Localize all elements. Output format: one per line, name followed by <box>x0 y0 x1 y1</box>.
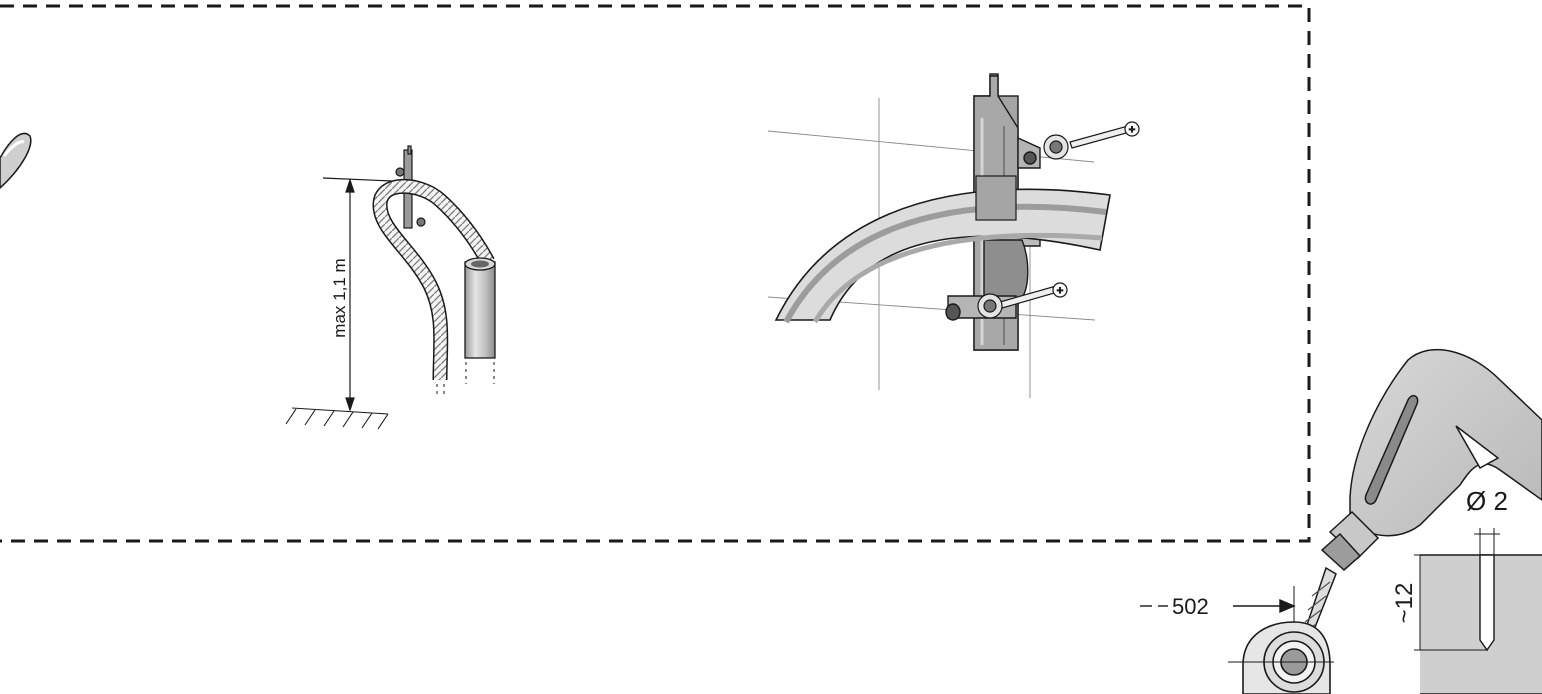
distance-label: 502 <box>1172 594 1209 619</box>
lower-screw-and-washer: + <box>977 282 1068 319</box>
drilling-illustration: 502 Ø 2 ~12 <box>1140 348 1542 694</box>
floor-hatching <box>285 407 389 430</box>
power-drill <box>1300 348 1542 641</box>
svg-text:+: + <box>1057 285 1063 297</box>
holder-mounting-illustration: + + <box>767 73 1140 398</box>
diameter-label: Ø 2 <box>1466 486 1508 516</box>
hidden-continuation-lines <box>436 362 495 398</box>
hand-shower-partial <box>0 132 32 190</box>
depth-label: ~12 <box>1391 583 1418 624</box>
wall-pipe <box>464 257 496 359</box>
drill-hole-section <box>1414 528 1542 694</box>
holder-clamp <box>975 175 1017 221</box>
height-dimension-line <box>322 177 393 412</box>
holder-base-ring <box>1228 621 1334 694</box>
curved-shower-rail <box>774 188 1111 324</box>
svg-text:+: + <box>1129 124 1135 136</box>
height-illustration: max 1,1 m <box>285 145 496 430</box>
upper-screw-and-washer: + <box>1043 121 1140 160</box>
height-label: max 1,1 m <box>330 258 349 337</box>
dashed-frame <box>0 4 1311 543</box>
